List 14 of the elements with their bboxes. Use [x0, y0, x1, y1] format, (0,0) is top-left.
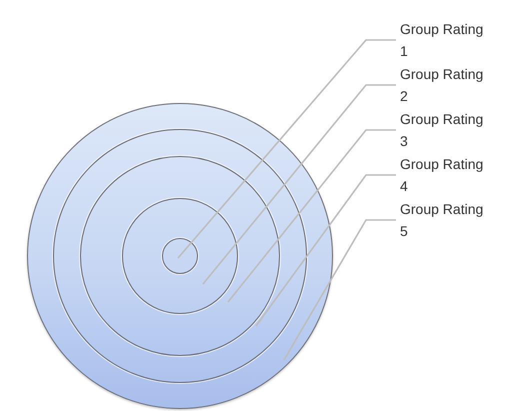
rating-label: Group Rating 1 [400, 18, 488, 62]
rating-label: Group Rating 2 [400, 63, 488, 107]
rating-label: Group Rating 5 [400, 198, 488, 242]
target-circle [80, 156, 280, 356]
target-circle [53, 129, 307, 383]
leader-line [283, 219, 396, 360]
leader-line [202, 84, 396, 284]
rating-label: Group Rating 3 [400, 108, 488, 152]
rating-label: Group Rating 4 [400, 153, 488, 197]
leader-line [255, 174, 396, 326]
leader-line [227, 129, 396, 302]
leader-line [177, 39, 396, 259]
target-circle [122, 198, 238, 314]
target-circle [162, 238, 198, 274]
